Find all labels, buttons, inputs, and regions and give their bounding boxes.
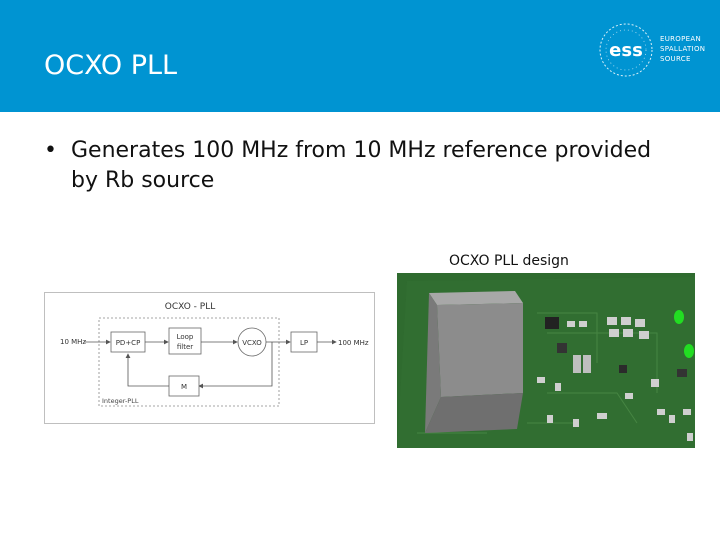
led-indicator [674, 310, 684, 324]
bullet-item: • Generates 100 MHz from 10 MHz referenc… [44, 136, 664, 196]
ocxo-front-face [437, 303, 523, 397]
feedback-connector [198, 342, 273, 389]
ess-logo-wordmark: EUROPEAN SPALLATION SOURCE [660, 34, 705, 64]
led-indicator [684, 344, 694, 358]
figure-caption: OCXO PLL design [449, 253, 569, 269]
divider-label: M [181, 383, 187, 391]
ess-logo: ess EUROPEAN SPALLATION SOURCE [596, 20, 708, 80]
vcxo-label: VCXO [242, 339, 262, 347]
feedback-connector [125, 353, 169, 387]
input-label: 10 MHz [60, 338, 86, 346]
ess-logo-mark: ess [599, 23, 653, 77]
title-bar: OCXO PLL ess EUROPEAN SPALLATION SOURCE [0, 0, 720, 112]
logo-line: SOURCE [660, 55, 691, 63]
ess-logo-glyphs: ess [609, 40, 643, 61]
ocxo-side-face [425, 293, 441, 433]
slide-title: OCXO PLL [44, 50, 178, 81]
bullet-dot: • [44, 138, 57, 163]
loop-filter-block [168, 327, 202, 355]
diagram-title: OCXO - PLL [165, 302, 215, 312]
ocxo-top-face [429, 291, 523, 305]
logo-line: SPALLATION [660, 45, 706, 53]
loop-filter-label: Loop [177, 333, 194, 341]
group-label: Integer-PLL [102, 397, 139, 405]
integer-pll-group [98, 317, 280, 407]
smd-components [537, 317, 693, 441]
pll-block-diagram: OCXO - PLL Integer-PLL 10 MHz PD+CP Loop… [44, 292, 375, 424]
logo-line: EUROPEAN [660, 35, 701, 43]
pd-cp-label: PD+CP [116, 339, 141, 347]
lp-label: LP [300, 339, 308, 347]
loop-filter-label: filter [177, 343, 193, 351]
bullet-text: Generates 100 MHz from 10 MHz reference … [71, 138, 652, 193]
pcb-render-image [397, 273, 695, 448]
output-label: 100 MHz [338, 339, 369, 347]
